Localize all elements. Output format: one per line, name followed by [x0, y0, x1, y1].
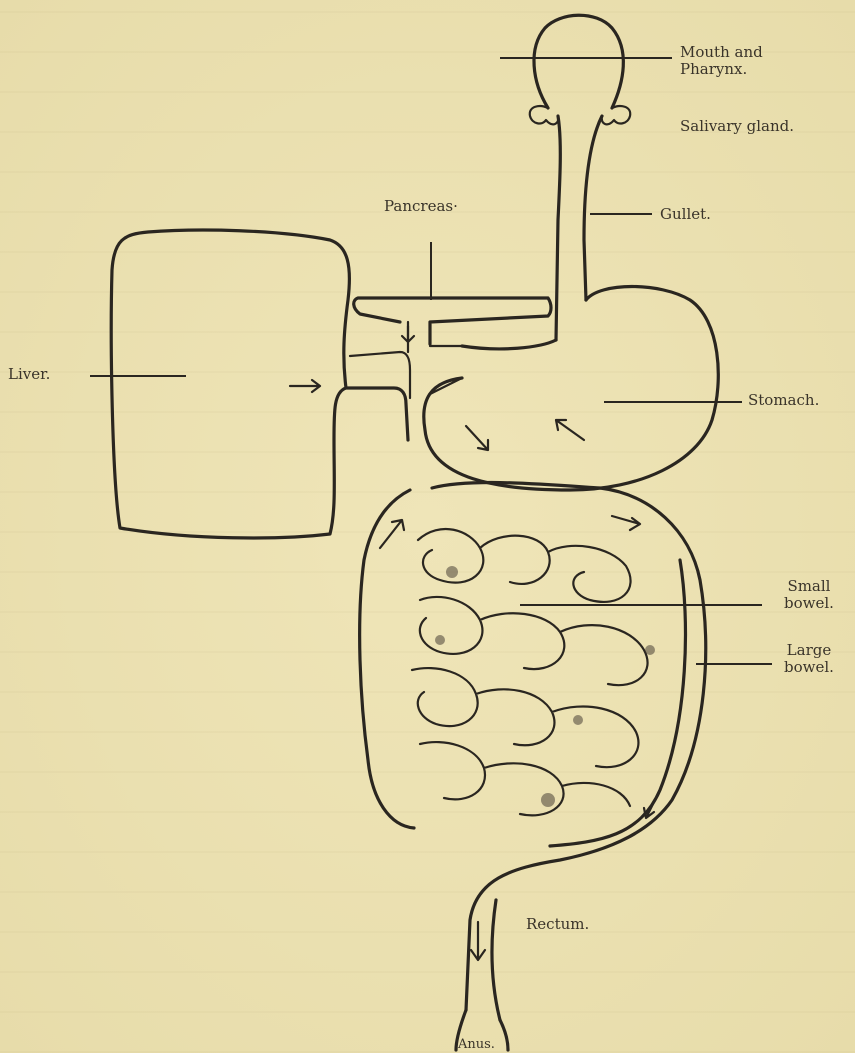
- arrow-stomach-1: [556, 420, 584, 440]
- label-mouth-pharynx: Mouth and Pharynx.: [680, 44, 763, 78]
- label-stomach: Stomach.: [748, 392, 819, 409]
- gullet-right-wall: [584, 116, 602, 300]
- label-rectum: Rectum.: [526, 916, 589, 933]
- label-liver: Liver.: [8, 366, 50, 383]
- rectum-right-wall: [492, 900, 500, 1020]
- mouth-pharynx: [534, 15, 623, 108]
- stomach: [424, 287, 719, 491]
- salivary-gland-left: [530, 106, 559, 124]
- arrow-bowel-2: [612, 516, 640, 530]
- label-pancreas: Pancreas·: [384, 198, 458, 215]
- label-small-bowel: Small bowel.: [784, 578, 834, 612]
- label-gullet: Gullet.: [660, 206, 711, 223]
- label-anus: Anus.: [458, 1036, 495, 1053]
- label-large-bowel: Large bowel.: [784, 642, 834, 676]
- pancreas: [354, 298, 551, 344]
- arrow-stomach-2: [466, 426, 488, 450]
- arrow-pancreas-down: [402, 326, 414, 342]
- liver: [111, 230, 408, 538]
- arrow-bowel-1: [380, 520, 404, 548]
- salivary-gland-right: [602, 106, 631, 124]
- arrow-rectum: [471, 922, 485, 960]
- arrow-liver-to-bowel: [290, 380, 320, 392]
- gullet-left-wall: [556, 116, 560, 340]
- label-salivary-gland: Salivary gland.: [680, 118, 794, 135]
